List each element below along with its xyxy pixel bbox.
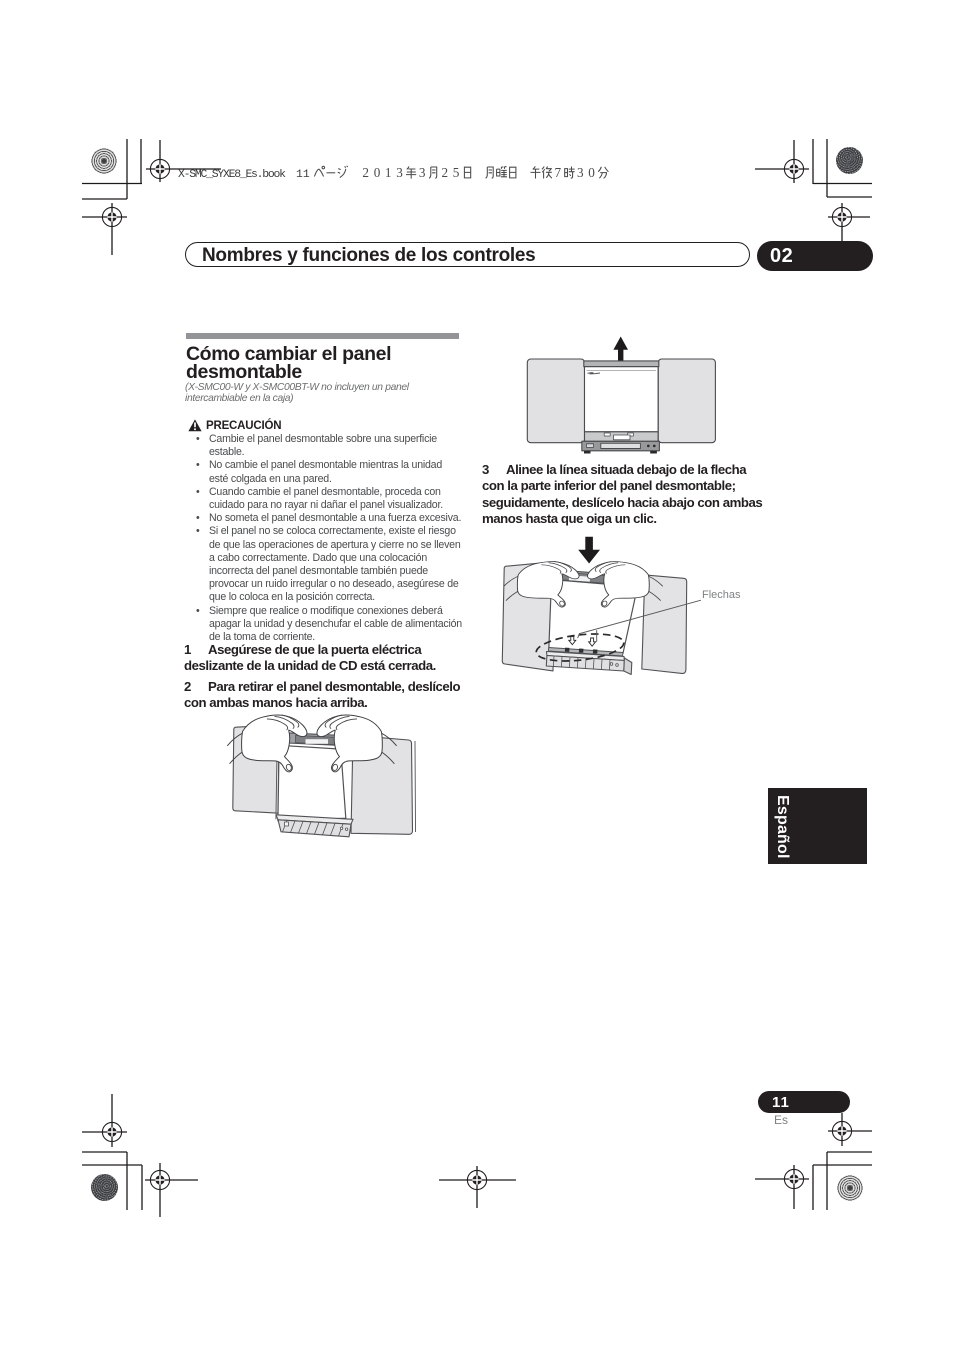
svg-text:1: 1 xyxy=(385,165,392,180)
svg-text:0: 0 xyxy=(588,165,595,180)
svg-text:3: 3 xyxy=(577,165,584,180)
svg-text:5: 5 xyxy=(453,165,460,180)
svg-text:0: 0 xyxy=(374,165,381,180)
svg-text:2: 2 xyxy=(442,165,449,180)
svg-text:3: 3 xyxy=(396,165,403,180)
svg-text:X-SMC_SYXE8_Es.book: X-SMC_SYXE8_Es.book xyxy=(178,169,286,181)
svg-text:11: 11 xyxy=(296,169,310,181)
svg-text:7: 7 xyxy=(555,165,562,180)
svg-text:3: 3 xyxy=(419,165,426,180)
svg-text:2: 2 xyxy=(362,165,369,180)
